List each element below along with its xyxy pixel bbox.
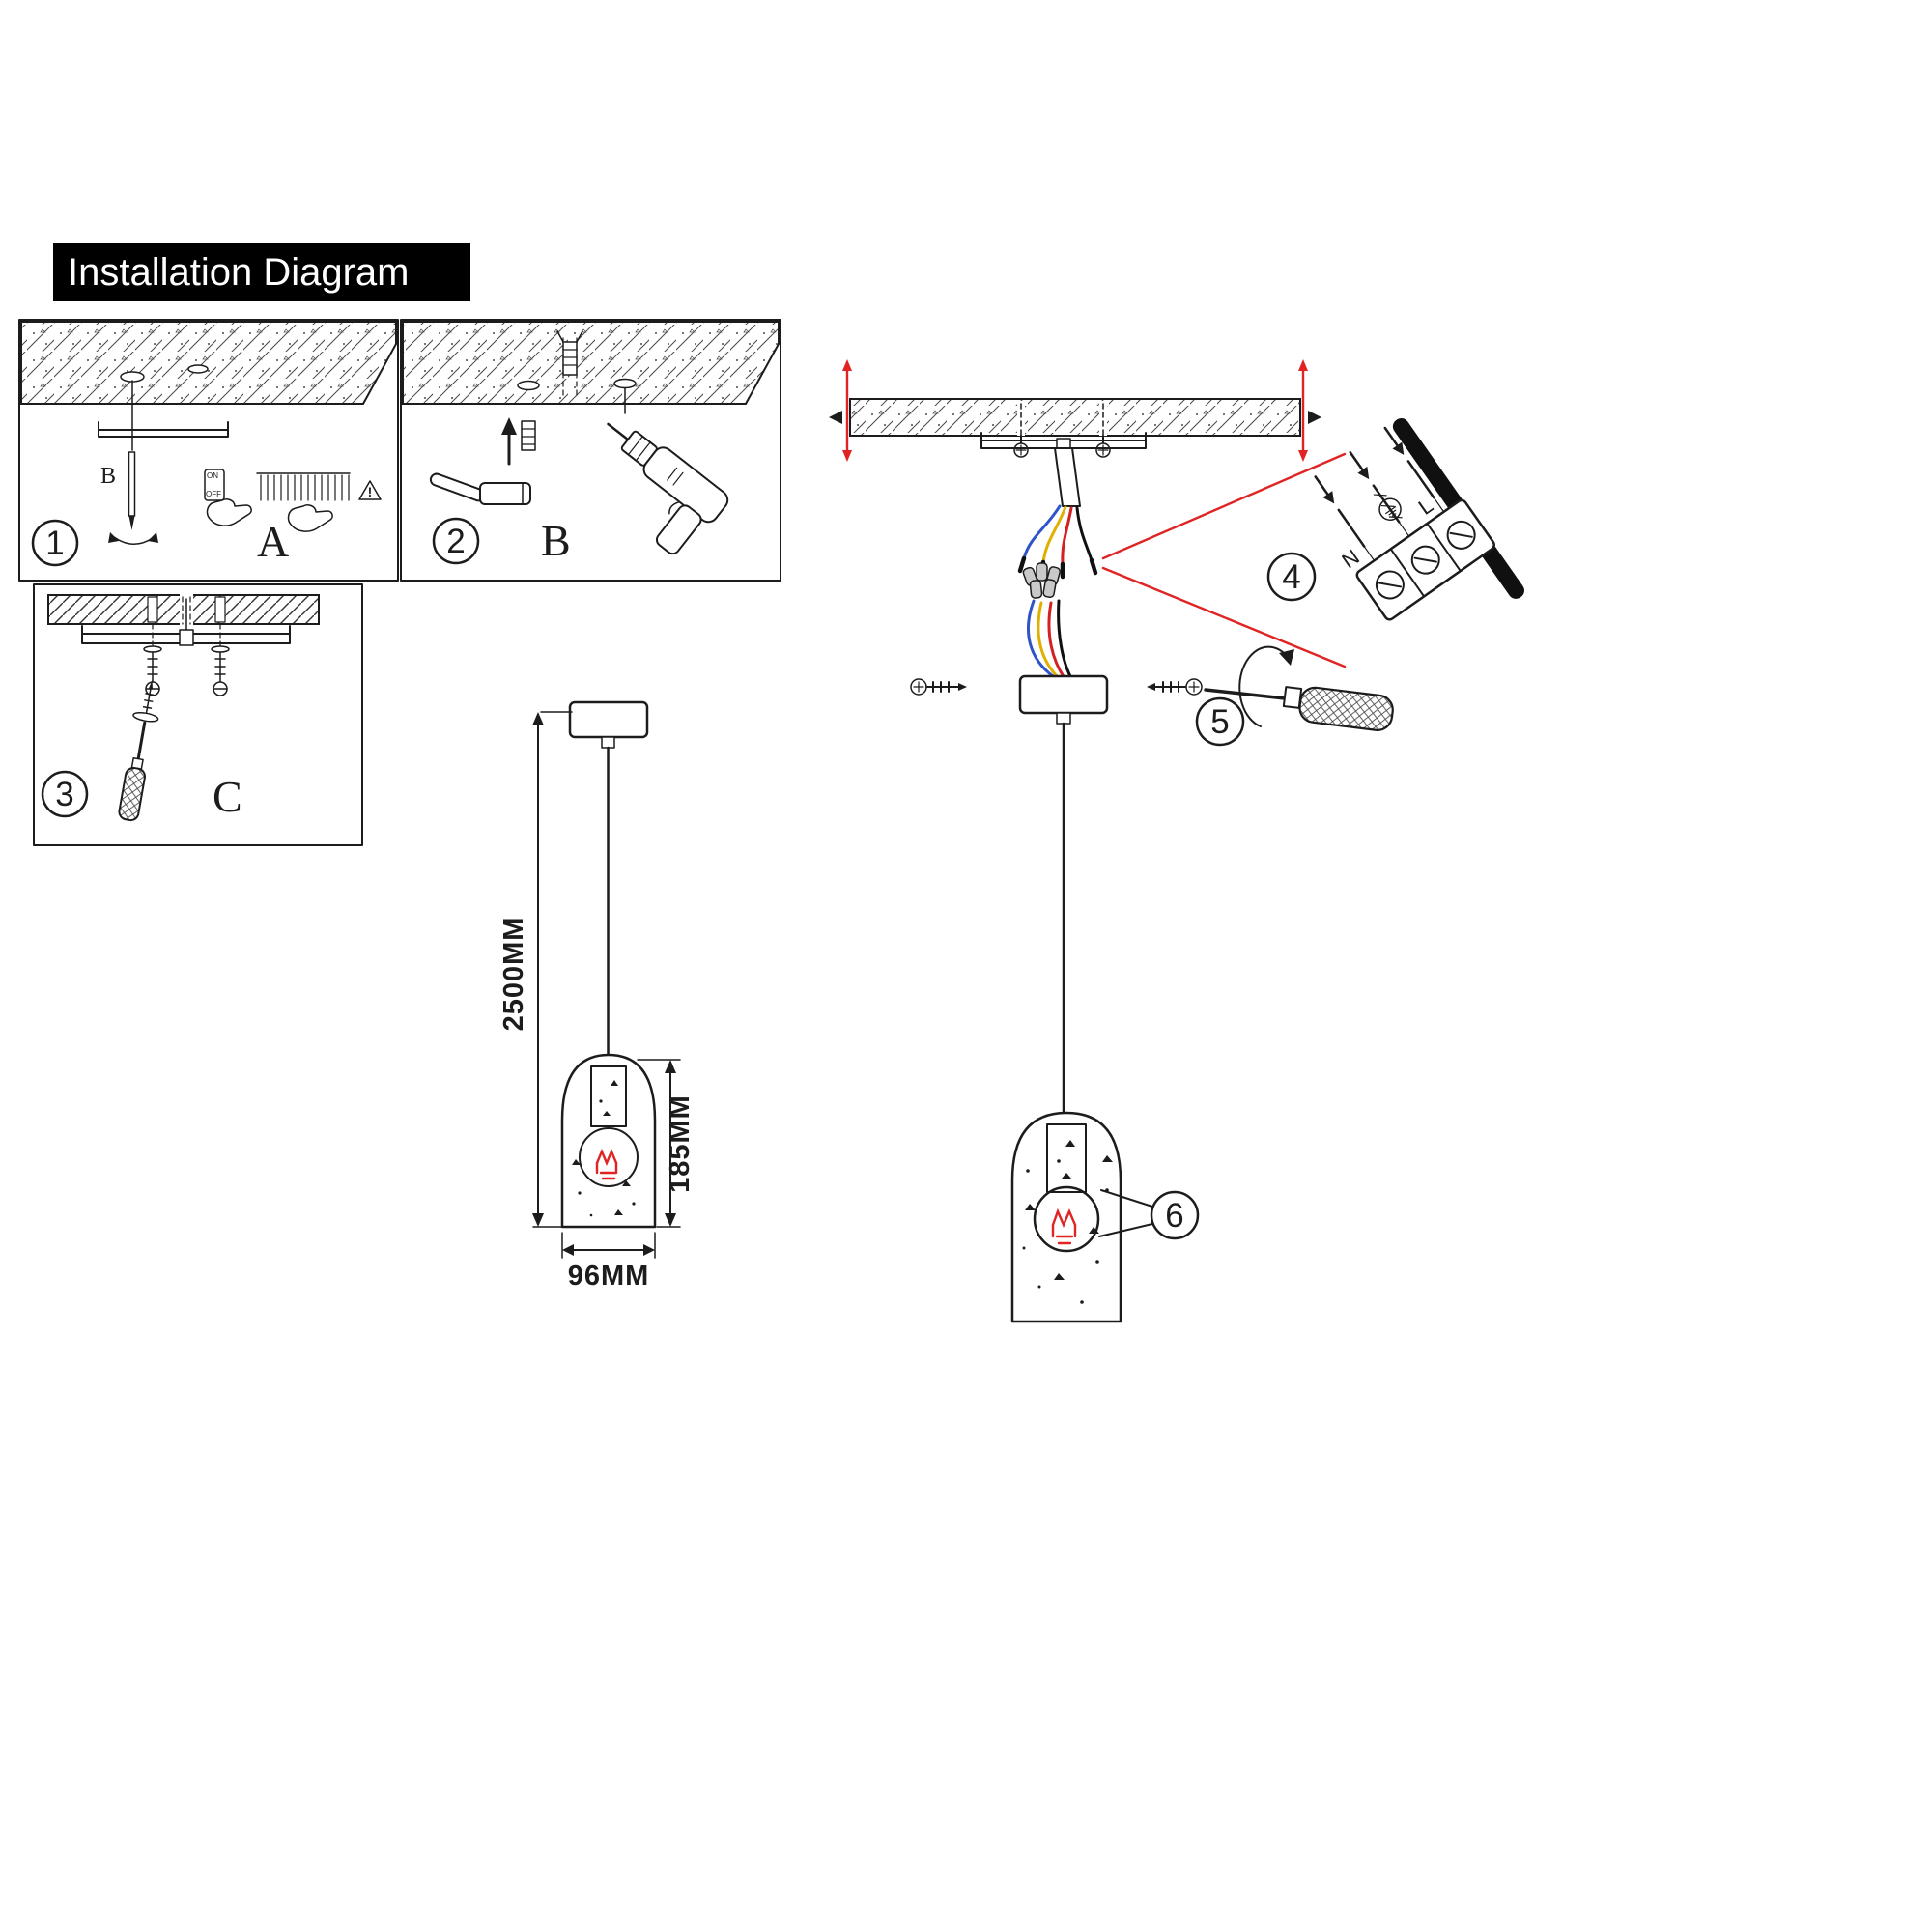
step5-badge: 5 [1195,696,1245,747]
step4-badge: 4 [1266,552,1317,602]
socket-marks [599,1080,618,1116]
bulb-outline [1033,1185,1100,1253]
title-bar-background [53,243,470,301]
drill-icon [607,422,729,555]
ceiling-slab [402,321,780,405]
drill-hole [517,380,540,391]
bulb-icon [595,1148,618,1180]
pencil-icon [128,451,136,530]
label-tool-b: B [100,464,116,489]
shade-width-label: 96MM [568,1261,650,1292]
hammer-icon [429,472,531,505]
step1-panel: B ON OFF A ! 1 [18,319,399,582]
ceiling-canopy [568,700,649,739]
label-tool-b2: B [541,516,571,565]
assembly-diagram: 4 [829,359,1524,1323]
step4-number: 4 [1282,558,1300,596]
rotate-arrow-icon [108,532,158,545]
overall-height-label: 2500MM [498,917,529,1032]
drill-hole [613,378,637,389]
title-bar: Installation Diagram [53,243,470,301]
dim-overall-height: 2500MM [498,711,573,1228]
label-part-a: A [257,517,289,566]
cable-sheath [1054,447,1081,507]
screwdriver-icon [1204,686,1394,731]
screw-strip [256,472,351,532]
step6-badge: 6 [1150,1190,1200,1240]
lamp-shade [560,1053,657,1229]
bulb-icon [1051,1208,1077,1245]
center-slot-lines [182,596,191,625]
canopy-nipple [601,736,615,749]
lamp-socket [590,1065,627,1127]
step5-number: 5 [1210,703,1229,741]
screw-icon [143,623,162,696]
screwdriver-icon [118,679,159,822]
ceiling-slab [20,321,397,405]
dimension-drawing: 2500MM 185MM 96MM [498,700,696,1292]
insert-arrows [1314,426,1405,504]
label-tool-c: C [213,772,242,821]
switch-off-label: OFF [206,490,221,498]
terminal-n-label: N [1337,545,1363,574]
step1-number: 1 [45,525,64,562]
lamp-socket [1046,1123,1087,1193]
step2-badge: 2 [432,517,480,565]
screw-icon [211,623,230,696]
step3-badge: 3 [41,770,89,818]
callout-lines-step6 [1098,1189,1153,1237]
step3-panel: C 3 [33,583,363,846]
hand-icon [287,504,333,532]
step3-border [33,583,363,846]
dim-shade-height: 185MM [637,1059,696,1228]
wire-connectors [1022,562,1061,599]
shade-speckles [572,1159,636,1217]
step1-badge: 1 [31,519,79,567]
ceiling-canopy [1018,674,1109,715]
switch-on-label: ON [207,471,218,480]
warning-mark: ! [368,484,373,499]
mounting-bracket [81,625,291,646]
callout-lines-step4 [1101,452,1347,668]
supply-wires [1017,504,1098,580]
earth-ground-icon [1378,497,1402,521]
inserted-anchor [556,330,583,399]
arrow-up-icon [501,417,517,466]
canopy-nipple [1056,712,1071,724]
wall-anchor-icon [214,596,226,623]
step3-number: 3 [55,776,73,813]
shade-height-label: 185MM [665,1094,696,1193]
ceiling-slab [849,398,1301,437]
wall-anchor-icon [147,596,158,623]
page-title: Installation Diagram [68,251,410,294]
switch-and-hand: ON OFF [204,469,252,526]
bulb-outline [579,1127,639,1187]
fixture-wires [1026,599,1072,680]
switch [204,469,225,501]
terminal-detail: N L [1314,417,1524,621]
terminal-block [1355,498,1495,621]
drill-hole [187,364,209,374]
rotate-arrow-icon [1238,645,1294,727]
screw-icon [910,678,967,696]
dim-shade-width: 96MM [561,1232,656,1292]
step6-number: 6 [1165,1197,1183,1235]
hand-icon [206,498,252,526]
screw-icon [1095,401,1111,458]
screw-icon [1147,678,1203,696]
mounting-bracket [98,421,229,438]
step2-number: 2 [446,523,465,560]
socket-marks [1057,1140,1075,1179]
warning-triangle-icon: ! [358,480,382,500]
step2-panel: B 2 [400,319,781,582]
section-break-marks [829,359,1321,462]
wall-anchor-icon [521,420,536,451]
